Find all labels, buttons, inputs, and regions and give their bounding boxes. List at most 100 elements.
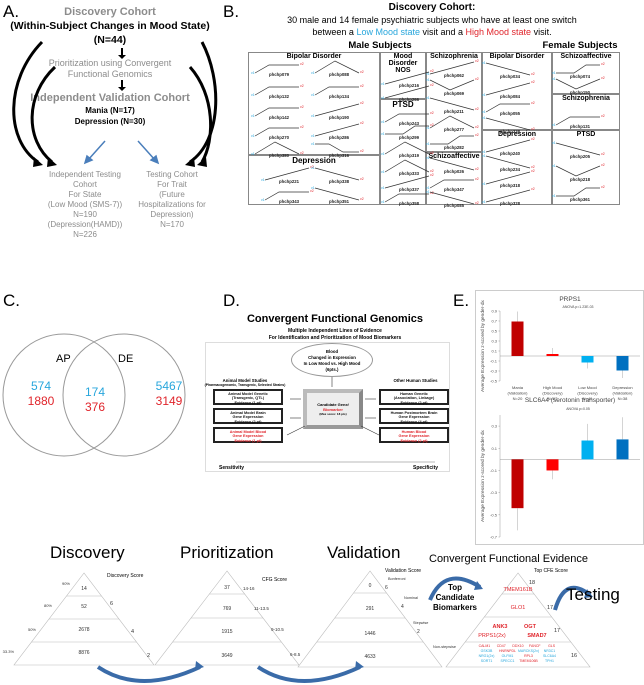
tier-count: 291 (366, 606, 375, 612)
text-line: N=170 (160, 220, 184, 229)
visit-label: v1 (426, 190, 430, 194)
subject-id: phchp221 (279, 179, 300, 184)
curved-arrow-icon (96, 665, 201, 683)
subject-id: phchp142 (269, 115, 290, 120)
text-line: Gene Expression (232, 415, 264, 420)
cfg-score-label: CFG Score (262, 577, 288, 583)
subject-id: phchp316 (329, 153, 350, 158)
cfe-score: 17.5 (547, 605, 558, 611)
text: between a (312, 27, 357, 37)
cfe-gene: OGT (524, 624, 537, 630)
group-title: Schizophrenia (562, 95, 610, 102)
validation-depression: Depression (N=30) (74, 117, 146, 126)
cfe-gene: OLFM1 (502, 654, 514, 658)
subject-id: phchp131 (570, 124, 591, 129)
text-line: (Transgenic, QTL) (231, 396, 265, 401)
y-tick-label: -0.5 (490, 379, 498, 384)
visit-label: v2 (360, 101, 364, 105)
y-tick-label: 0.1 (491, 446, 497, 451)
cfg-subtitle-2: For Identification and Prioritization of… (268, 335, 402, 341)
group-title: Mood Disorder NOS (388, 53, 418, 74)
tier-count: 769 (223, 606, 232, 612)
visit-label: v2 (475, 59, 479, 63)
text-line: Animal Model Blood (229, 430, 267, 434)
visit-label: v2 (475, 133, 479, 137)
cfe-gene: SLC6A4 (543, 654, 556, 658)
visit-label: v2 (430, 169, 434, 173)
validation-score: 4 (401, 604, 404, 610)
curved-arrow-right-outer (189, 41, 218, 164)
tier-count: 14 (81, 586, 87, 592)
trajectory-line (555, 165, 601, 177)
category-label: N=38 (618, 396, 628, 401)
y-axis-label: Average Expression z-scored by gender-dx (480, 429, 486, 522)
subject-id: phchp205 (570, 154, 591, 159)
y-tick-label: -0.7 (490, 535, 498, 540)
visit-label: v1 (311, 71, 315, 75)
visit-label: v1 (482, 182, 486, 186)
category-label: N=49 (583, 396, 593, 401)
trajectory-line (384, 175, 430, 189)
y-tick-label: 0.9 (491, 309, 497, 314)
y-axis-label: Average Expression z-scored by gender-dx (480, 299, 486, 392)
visit-label: v2 (601, 185, 605, 189)
text-line: Hospitalizations for (138, 200, 206, 209)
text-line: Evidence (1 pt) (234, 438, 262, 443)
bar (546, 354, 559, 356)
visit-label: v1 (311, 93, 315, 97)
top-candidate-biomarkers: Top Candidate Biomarkers (425, 583, 485, 613)
venn-label-de: DE (118, 353, 134, 365)
visit-label: v1 (552, 71, 556, 75)
arrow-to-trait (137, 140, 156, 161)
subject-id: phchp282 (444, 145, 465, 150)
visit-label: v2 (430, 83, 434, 87)
text-line: (Max score: 18 pts) (319, 412, 347, 416)
visit-label: v1 (251, 134, 255, 138)
arrow-to-state (87, 140, 106, 161)
text-line: For State (68, 190, 102, 199)
panel-a-label: A. (3, 2, 20, 21)
cfg-title: Convergent Functional Genomics (246, 313, 424, 325)
text-line: For Trait (157, 180, 187, 189)
female-bipolar-cell: Bipolar Disorder (482, 52, 552, 130)
cfe-gene: MARCKS(2x) (518, 649, 539, 653)
text-line: Animal Model Genetic (228, 392, 268, 396)
text-line: Biomarkers (432, 603, 478, 612)
visit-label: v1 (311, 186, 315, 190)
trajectory-line (264, 191, 309, 201)
category-label: High Mood (543, 385, 562, 390)
visit-label: v1 (426, 186, 430, 190)
discovery-score: 2 (147, 653, 150, 659)
tier-count: 1446 (364, 631, 375, 637)
subject-id: phchp026 (444, 169, 465, 174)
tier-count: 0 (369, 583, 372, 589)
discovery-title: Discovery (50, 543, 125, 562)
trajectory-line (264, 167, 310, 181)
category-label: (Discovery) (542, 391, 563, 396)
category-label: (Validation) (508, 391, 529, 396)
text: visit. (531, 27, 552, 37)
blood-evidence-ellipse: Blood Changed in Expression In Low Mood … (291, 343, 373, 377)
y-tick-label: -0.3 (490, 490, 498, 495)
trajectory-line (384, 159, 430, 173)
category-label: Low Mood (578, 385, 596, 390)
group-title: Schizoaffective (428, 153, 480, 160)
text-line: Evidence (2 pt) (400, 438, 428, 443)
trajectory-line (429, 79, 475, 91)
cfe-gene: SMAD7 (527, 633, 546, 639)
arrow-down-icon (118, 80, 126, 91)
visit-label: v2 (310, 165, 314, 169)
panel-c: C. AP DE 574 1880 174 376 5467 3149 (0, 285, 210, 485)
cfe-pyramid (445, 572, 591, 668)
text-line: Human Postmortem Brain (390, 411, 438, 415)
trajectory-line (314, 103, 360, 117)
panel-e-label: E. (453, 291, 470, 310)
subject-id: phchp337 (399, 187, 420, 192)
chart-annotation: ANOVA p=0.05 (566, 407, 590, 411)
text-line: Human Blood (401, 430, 427, 434)
panel-b-subtitle-2: between a Low Mood state visit and a Hig… (220, 27, 644, 37)
visit-label: v2 (531, 169, 535, 173)
